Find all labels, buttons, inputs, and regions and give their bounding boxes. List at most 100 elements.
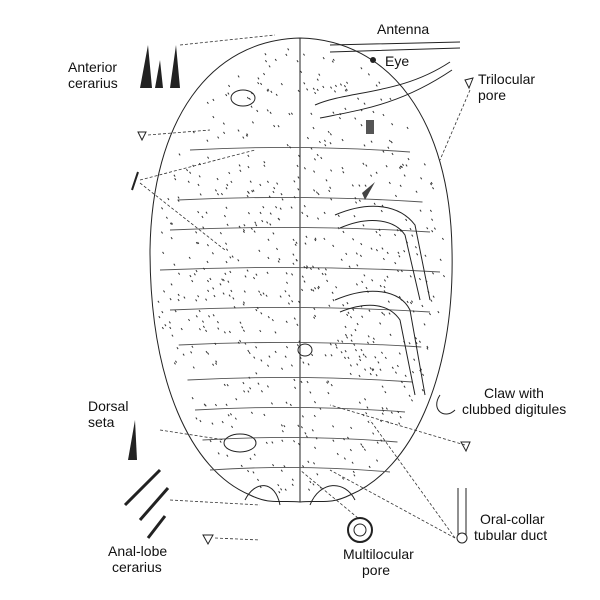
- seta-dot: [382, 113, 385, 117]
- seta-dot: [347, 436, 350, 440]
- seta-dot: [209, 277, 212, 281]
- seta-dot: [385, 407, 388, 410]
- seta-dot: [315, 191, 318, 194]
- segment-line: [169, 226, 431, 233]
- segment-line: [189, 146, 411, 153]
- seta-dot: [388, 139, 391, 143]
- seta-dot: [225, 242, 228, 245]
- seta-dot: [228, 294, 231, 297]
- seta-dot: [205, 211, 208, 214]
- seta-dot: [324, 273, 327, 276]
- seta-dot: [228, 171, 231, 175]
- seta-dot: [368, 309, 371, 312]
- seta-dot: [394, 371, 397, 374]
- seta-dot: [304, 432, 307, 435]
- seta-dot: [374, 356, 377, 359]
- seta-dot: [347, 356, 350, 360]
- seta-dot: [420, 177, 423, 180]
- seta-dot: [170, 236, 173, 240]
- seta-dot: [411, 300, 414, 303]
- seta-dot: [394, 194, 398, 198]
- seta-dot: [351, 461, 354, 464]
- seta-dot: [360, 123, 363, 127]
- seta-dot: [292, 253, 295, 256]
- seta-dot: [327, 130, 330, 134]
- seta-dot: [313, 414, 316, 418]
- seta-dot: [341, 138, 344, 142]
- seta-dot: [233, 306, 236, 309]
- seta-dot: [421, 304, 424, 308]
- seta-dot: [222, 278, 225, 282]
- seta-dot: [360, 348, 363, 352]
- seta-dot: [342, 230, 345, 234]
- seta-dot: [324, 354, 327, 357]
- seta-dot: [216, 193, 219, 196]
- seta-dot: [360, 242, 363, 246]
- seta-dot: [268, 355, 271, 358]
- seta-dot: [375, 374, 378, 377]
- seta-dot: [383, 285, 386, 289]
- label-dorsal-seta-2: seta: [88, 414, 115, 430]
- seta-dot: [188, 256, 191, 260]
- seta-dot: [242, 381, 245, 385]
- seta-dot: [342, 477, 345, 480]
- seta-dot: [353, 343, 356, 346]
- seta-dot: [346, 336, 349, 339]
- seta-dot: [183, 296, 186, 299]
- seta-dot: [410, 399, 413, 402]
- seta-dot: [178, 272, 181, 275]
- seta-dot: [305, 435, 308, 438]
- multilocular-pore-icon: [347, 517, 373, 543]
- seta-dot: [381, 204, 384, 207]
- seta-dot: [323, 237, 326, 241]
- seta-dot: [333, 90, 336, 93]
- seta-dot: [382, 409, 385, 412]
- seta-dot: [272, 463, 275, 467]
- seta-dot: [188, 318, 191, 322]
- seta-dot: [226, 183, 229, 187]
- seta-dot: [216, 320, 219, 324]
- seta-dot: [352, 308, 355, 311]
- seta-dot: [201, 215, 204, 219]
- seta-dot: [418, 340, 421, 343]
- seta-dot: [344, 107, 347, 111]
- seta-dot: [274, 58, 277, 62]
- seta-dot: [212, 98, 215, 102]
- seta-dot: [292, 238, 295, 242]
- seta-dot: [355, 283, 358, 286]
- seta-dot: [360, 67, 363, 70]
- spiracle-anterior: [362, 182, 375, 200]
- seta-dot: [411, 370, 415, 374]
- seta-dot: [408, 394, 411, 398]
- seta-dot: [307, 460, 310, 463]
- seta-dot: [428, 312, 431, 316]
- seta-dot: [257, 382, 260, 385]
- seta-dot: [342, 438, 345, 441]
- seta-dot: [339, 83, 342, 86]
- seta-dot: [297, 424, 300, 427]
- seta-dot: [360, 443, 363, 446]
- seta-dot: [266, 221, 269, 224]
- seta-dot: [423, 323, 426, 326]
- seta-dot: [226, 384, 229, 387]
- seta-dot: [350, 339, 353, 342]
- segment-line: [194, 406, 406, 413]
- seta-dot: [239, 169, 242, 172]
- seta-dot: [259, 485, 262, 489]
- trilocular-pore-small-icon: [202, 534, 214, 546]
- seta-dot: [247, 212, 250, 215]
- seta-dot: [316, 153, 319, 157]
- seta-dot: [303, 280, 306, 283]
- trilocular-pore-label-icon: [464, 77, 474, 90]
- seta-dot: [371, 368, 374, 372]
- seta-dot: [310, 288, 313, 291]
- seta-dot: [192, 366, 195, 369]
- seta-dot: [237, 341, 240, 344]
- seta-dot: [437, 310, 440, 314]
- seta-dot: [319, 407, 322, 410]
- seta-dot: [352, 238, 355, 241]
- seta-dot: [405, 218, 408, 222]
- seta-dot: [248, 97, 251, 101]
- seta-dot: [346, 313, 349, 317]
